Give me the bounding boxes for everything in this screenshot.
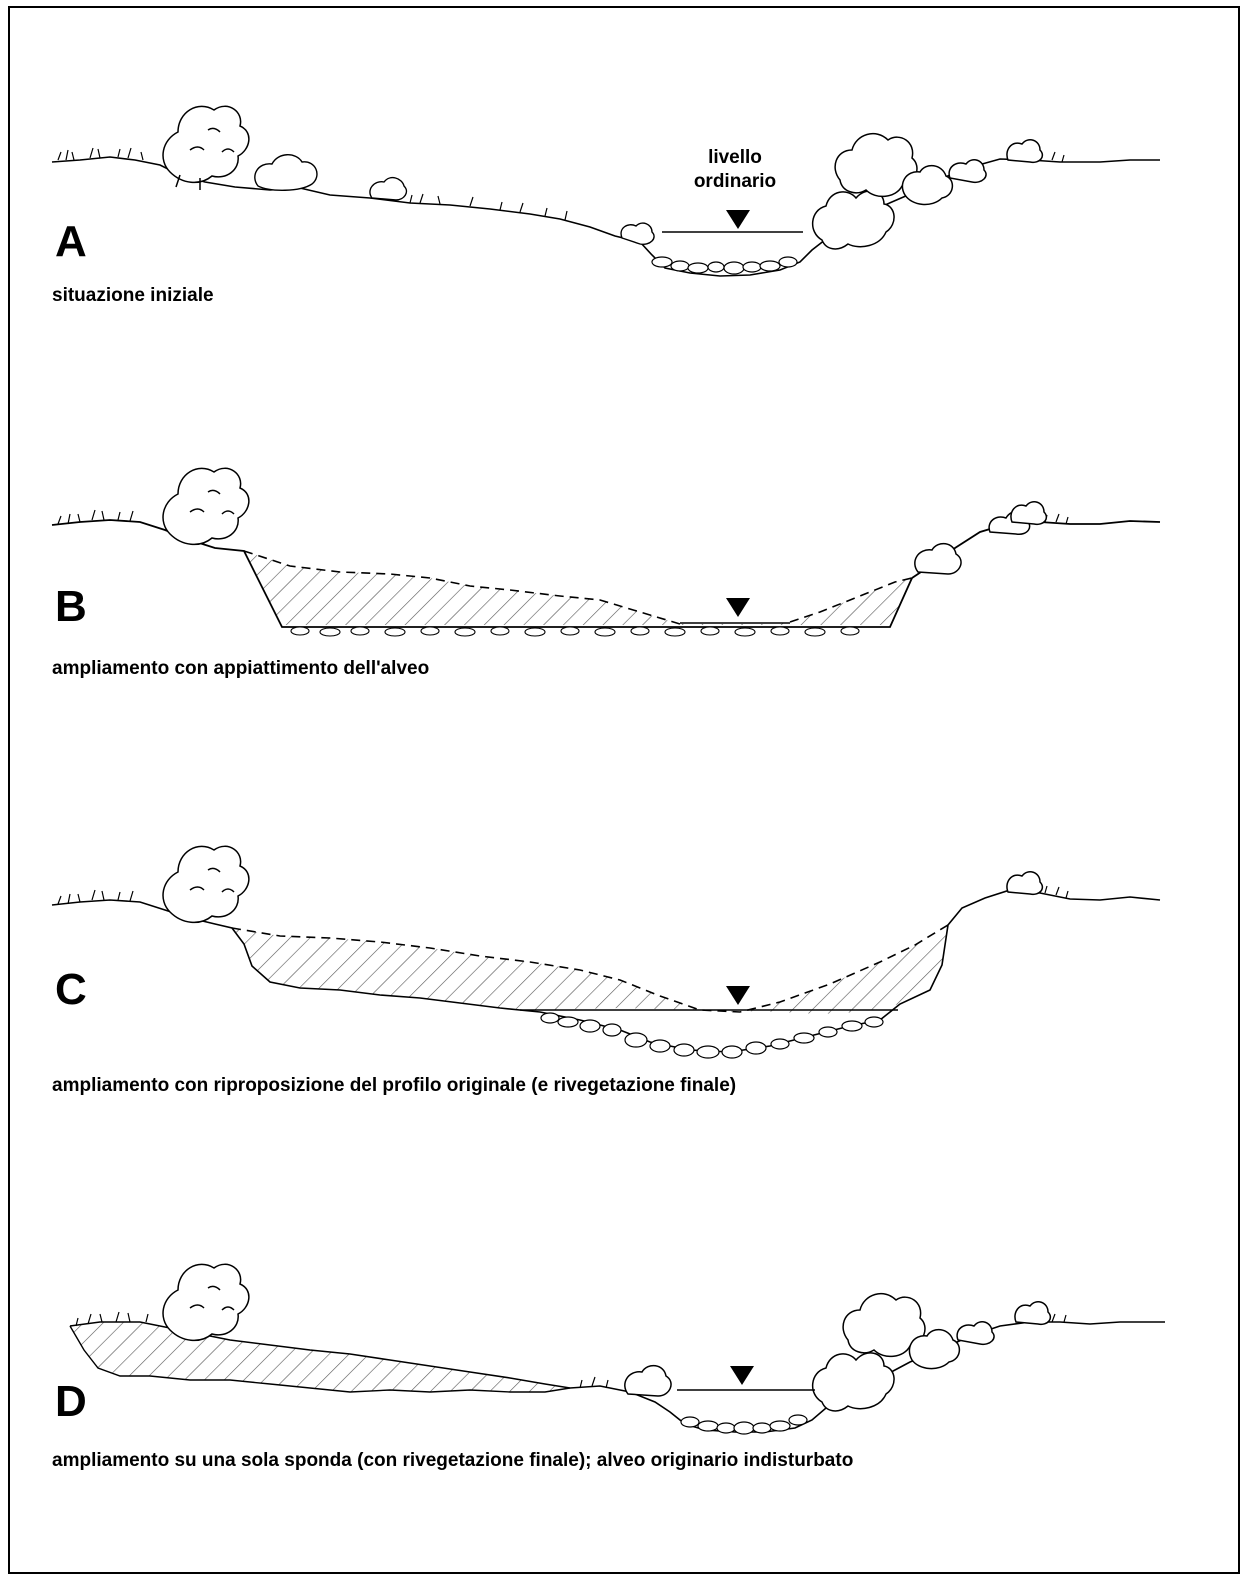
water-level-triangle-icon: [726, 598, 750, 617]
water-level-triangle-icon: [730, 1366, 754, 1385]
caption-a: situazione iniziale: [52, 285, 214, 307]
stone-icon: [681, 1415, 807, 1434]
tree-icon: [163, 106, 249, 190]
water-level-label-line1: livello: [675, 146, 795, 170]
tree-icon: [163, 468, 1046, 574]
water-level-label-line2: ordinario: [675, 170, 795, 194]
hatched-excavation-d: [70, 626, 570, 1392]
section-b: [52, 468, 1160, 636]
water-level-label: livello ordinario: [675, 146, 795, 194]
panel-letter-a: A: [55, 220, 87, 264]
tree-icon: [813, 134, 1043, 249]
caption-d: ampliamento su una sola sponda (con rive…: [52, 1450, 853, 1472]
panel-letter-d: D: [55, 1380, 87, 1424]
stone-icon: [291, 627, 859, 636]
section-c: [52, 846, 1160, 1058]
caption-c: ampliamento con riproposizione del profi…: [52, 1075, 736, 1097]
water-level-triangle-icon: [726, 210, 750, 229]
panel-letter-b: B: [55, 585, 87, 629]
panel-letter-c: C: [55, 968, 87, 1012]
section-a: [52, 106, 1160, 276]
tree-icon: [163, 846, 1042, 922]
water-level-triangle-icon: [726, 986, 750, 1005]
caption-b: ampliamento con appiattimento dell'alveo: [52, 658, 429, 680]
stone-icon: [541, 1013, 883, 1058]
shrub-icon: [255, 155, 654, 245]
tree-icon: [163, 1264, 1050, 1411]
